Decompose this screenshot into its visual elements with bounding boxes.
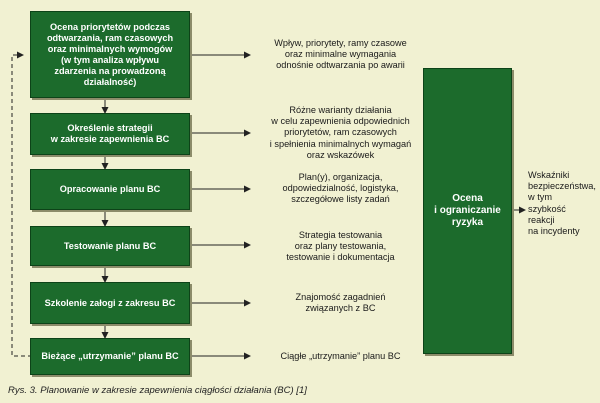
step-box-2: Określenie strategii w zakresie zapewnie… <box>30 113 190 155</box>
step-description-6: Ciągłe „utrzymanie” planu BC <box>280 351 401 361</box>
feedback-loop <box>11 51 32 357</box>
figure-caption: Rys. 3. Planowanie w zakresie zapewnieni… <box>8 385 307 396</box>
step-box-1: Ocena priorytetów podczas odtwarzania, r… <box>30 11 190 98</box>
risk-box: Ocena i ograniczanie ryzyka <box>423 68 512 354</box>
step-description-4: Strategia testowania oraz plany testowan… <box>286 230 395 263</box>
step-description-3: Plan(y), organizacja, odpowiedzialność, … <box>282 172 399 205</box>
step-box-4: Testowanie planu BC <box>30 226 190 266</box>
step-description-5: Znajomość zagadnień związanych z BC <box>295 292 386 314</box>
step-description-2: Różne warianty działania w celu zapewnie… <box>269 105 412 160</box>
step-box-6: Bieżące „utrzymanie” planu BC <box>30 338 190 375</box>
step-box-3: Opracowanie planu BC <box>30 169 190 210</box>
step-box-5: Szkolenie załogi z zakresu BC <box>30 282 190 324</box>
indicators-text: Wskaźniki bezpieczeństwa, w tym szybkość… <box>528 170 596 237</box>
step-description-1: Wpływ, priorytety, ramy czasowe oraz min… <box>274 38 407 71</box>
